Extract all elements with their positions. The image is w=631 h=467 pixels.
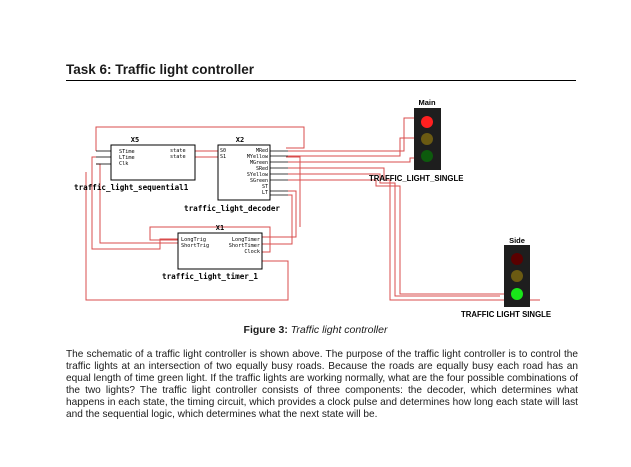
side-light-label: Side [509, 236, 525, 245]
timer-output-longtimer: LongTimer [232, 237, 260, 243]
decoder-input-s0: S0 [220, 148, 226, 154]
decoder-output-myellow: MYellow [247, 154, 269, 160]
wire-sgreen [288, 179, 510, 295]
main-light-green [421, 150, 433, 162]
decoder-name: traffic_light_decoder [184, 204, 280, 213]
side-light-name: TRAFFIC LIGHT SINGLE [461, 310, 551, 319]
heading-rule [66, 80, 576, 81]
sequential-output-state-0: state [170, 148, 186, 154]
wires [85, 117, 540, 301]
sequential-input-stime: STime [119, 149, 135, 155]
sequential-box [110, 144, 196, 181]
sequential-ref: X5 [131, 136, 139, 144]
sequential-block: X5 STime LTime Clk state state traffic_l… [74, 136, 196, 192]
wire-sred [288, 167, 540, 301]
main-light-yellow [421, 133, 433, 145]
decoder-output-lt: LT [262, 190, 268, 196]
schematic-diagram: X5 STime LTime Clk state state traffic_l… [74, 98, 551, 319]
decoder-ref: X2 [236, 136, 244, 144]
side-light-green [511, 288, 523, 300]
wire-longtime [91, 156, 178, 250]
main-traffic-light: Main TRAFFIC_LIGHT_SINGLE [369, 98, 463, 183]
timer-ref: X1 [216, 224, 224, 232]
decoder-output-mred: MRed [256, 148, 268, 154]
wire-feedback-outer [85, 172, 289, 301]
main-light-name: TRAFFIC_LIGHT_SINGLE [369, 174, 463, 183]
wire-st [262, 190, 297, 238]
side-traffic-light: Side TRAFFIC LIGHT SINGLE [461, 236, 551, 319]
decoder-output-sred: SRed [256, 166, 268, 172]
decoder-box [217, 144, 271, 201]
figure-title: Traffic light controller [290, 324, 388, 336]
decoder-block: X2 S0 S1 MRed MYellow MGreen SRed SYello… [184, 136, 288, 213]
sequential-name: traffic_light_sequential1 [74, 183, 189, 192]
timer-output-shorttimer: ShortTimer [229, 243, 260, 249]
wire-mred [288, 117, 416, 152]
wire-decoder-clk [286, 156, 301, 227]
side-light-yellow [511, 270, 523, 282]
decoder-output-st: ST [262, 184, 268, 190]
timer-output-clock: Clock [244, 249, 260, 255]
timer-box [177, 232, 263, 270]
wire-feedback-top [95, 126, 305, 151]
section-heading: Task 6: Traffic light controller [66, 62, 255, 77]
sequential-input-ltime: LTime [119, 155, 135, 161]
decoder-input-s1: S1 [220, 154, 226, 160]
figure-caption: Figure 3: Traffic light controller [0, 324, 631, 336]
wire-myellow [288, 137, 416, 157]
decoder-output-syellow: SYellow [247, 172, 269, 178]
main-light-red [421, 116, 433, 128]
main-light-label: Main [418, 98, 436, 107]
timer-input-longtrig: LongTrig [181, 237, 206, 243]
wire-lt [262, 194, 293, 245]
wire-syellow [288, 173, 500, 297]
timer-name: traffic_light_timer_1 [162, 272, 258, 281]
timer-block: X1 LongTrig ShortTrig LongTimer ShortTim… [162, 224, 263, 281]
timer-input-shorttrig: ShortTrig [181, 243, 209, 249]
wire-timer-clock [149, 226, 271, 253]
wire-mgreen [288, 157, 416, 163]
decoder-output-mgreen: MGreen [250, 160, 268, 166]
decoder-output-sgreen: SGreen [250, 178, 268, 184]
side-light-red [511, 253, 523, 265]
body-paragraph: The schematic of a traffic light control… [66, 349, 578, 421]
sequential-input-clk: Clk [119, 161, 129, 167]
sequential-output-state-1: state [170, 154, 186, 160]
figure-number: Figure 3: [243, 324, 288, 336]
